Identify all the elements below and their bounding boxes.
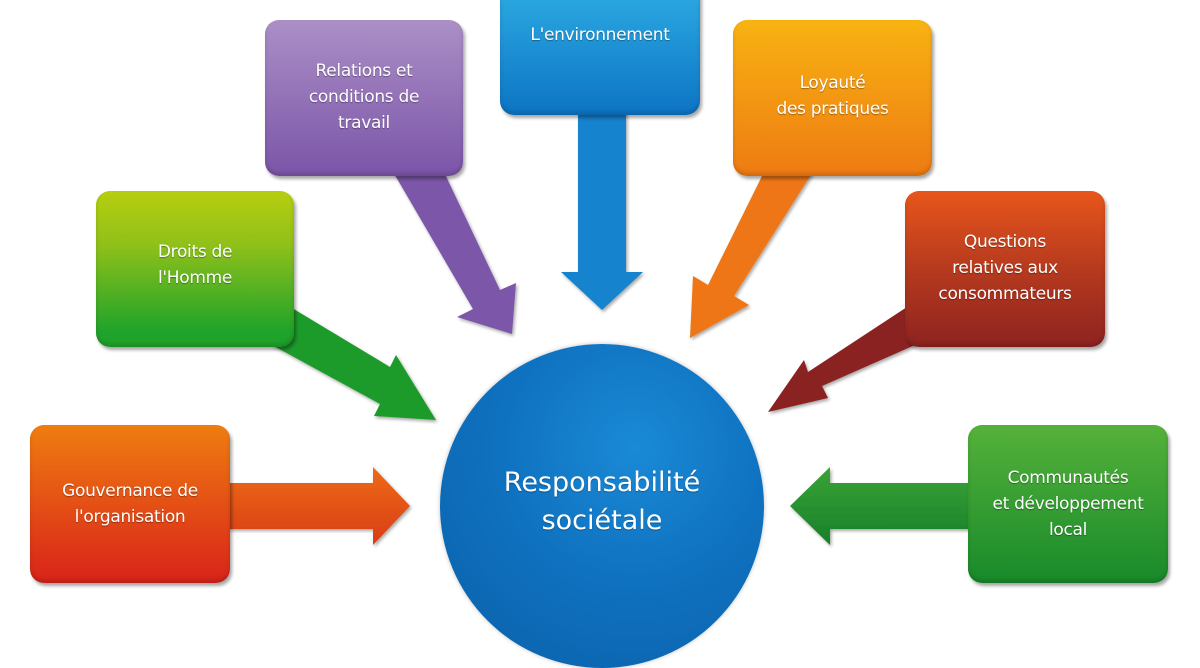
arrow-droits-homme: [272, 305, 436, 420]
arrow-gouvernance: [228, 467, 410, 545]
topic-consommateurs: Questions relatives aux consommateurs: [905, 191, 1105, 347]
topic-label: Relations et conditions de travail: [308, 61, 420, 133]
topic-loyaute-pratiques: Loyauté des pratiques: [733, 20, 932, 176]
topic-label: Communautés et développement local: [992, 468, 1144, 540]
arrow-environnement: [561, 110, 643, 310]
topic-environnement: L'environnement: [500, 0, 700, 115]
topic-label: Loyauté des pratiques: [776, 73, 889, 119]
arrows-layer: [228, 110, 972, 545]
diagram-canvas: Gouvernance de l'organisation Droits de …: [30, 0, 1168, 668]
topic-gouvernance: Gouvernance de l'organisation: [30, 425, 230, 583]
topic-relations-travail: Relations et conditions de travail: [265, 20, 463, 176]
topic-label: L'environnement: [530, 25, 670, 45]
topic-label: Questions relatives aux consommateurs: [938, 232, 1072, 304]
arrow-relations-travail: [392, 170, 516, 334]
topic-label: Gouvernance de l'organisation: [62, 481, 198, 527]
arrow-communautes: [790, 467, 972, 545]
center-circle: Responsabilité sociétale: [440, 344, 764, 668]
topic-label: Droits de l'Homme: [157, 242, 233, 288]
arrow-loyaute-pratiques: [690, 170, 814, 338]
topic-communautes: Communautés et développement local: [968, 425, 1168, 583]
center-label: Responsabilité sociétale: [503, 467, 701, 536]
topic-droits-homme: Droits de l'Homme: [96, 191, 294, 347]
arrow-consommateurs: [768, 305, 915, 412]
